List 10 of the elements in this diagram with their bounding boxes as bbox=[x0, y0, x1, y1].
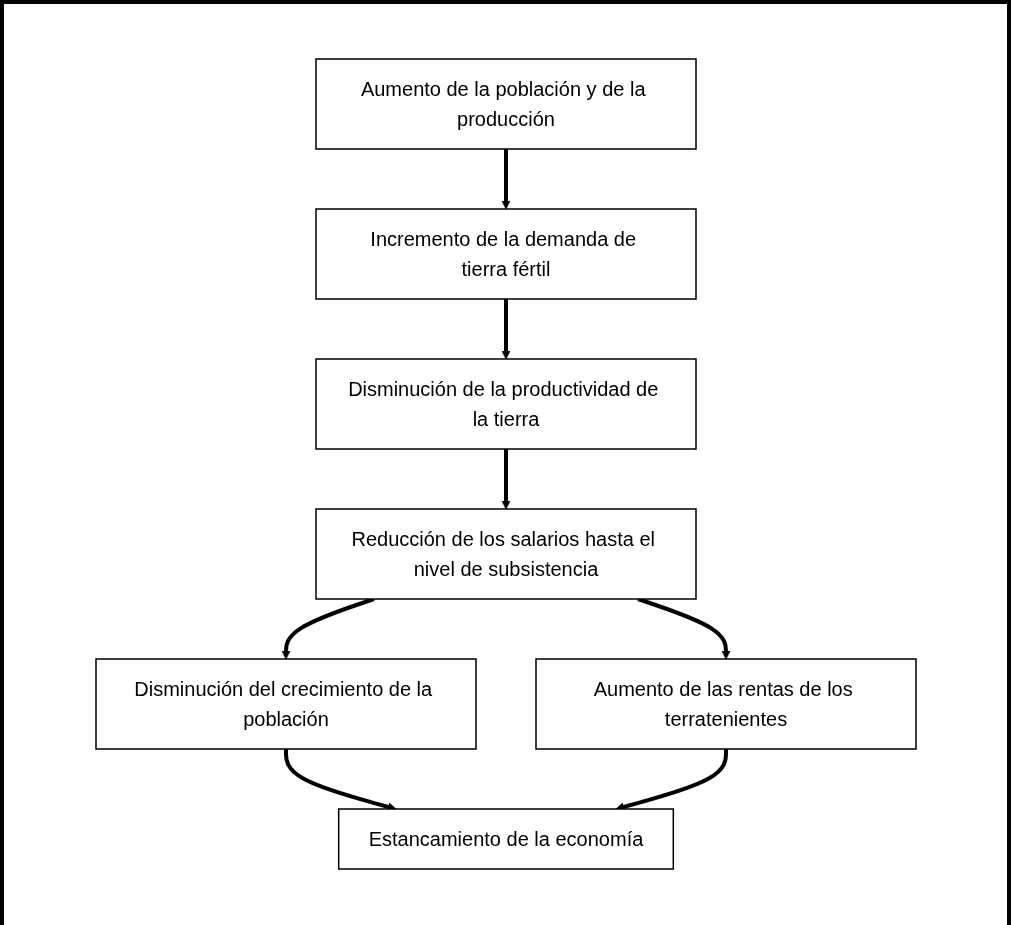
node-box: Disminución de la productividad de la tierra bbox=[314, 358, 697, 450]
node-box: Aumento de las rentas de los terratenientes bbox=[534, 658, 917, 750]
node-box: Incremento de la demanda de tierra fértil bbox=[314, 208, 697, 300]
node-box: Aumento de la población y de la producción bbox=[314, 58, 697, 150]
node-box: Reducción de los salarios hasta el nivel de subsistencia bbox=[314, 508, 697, 600]
arrow bbox=[501, 449, 510, 510]
node-box: Disminución del crecimiento de la población bbox=[94, 658, 477, 750]
node-box: Estancamiento de la economía bbox=[337, 808, 674, 870]
arrow bbox=[501, 149, 510, 210]
arrow bbox=[501, 299, 510, 360]
